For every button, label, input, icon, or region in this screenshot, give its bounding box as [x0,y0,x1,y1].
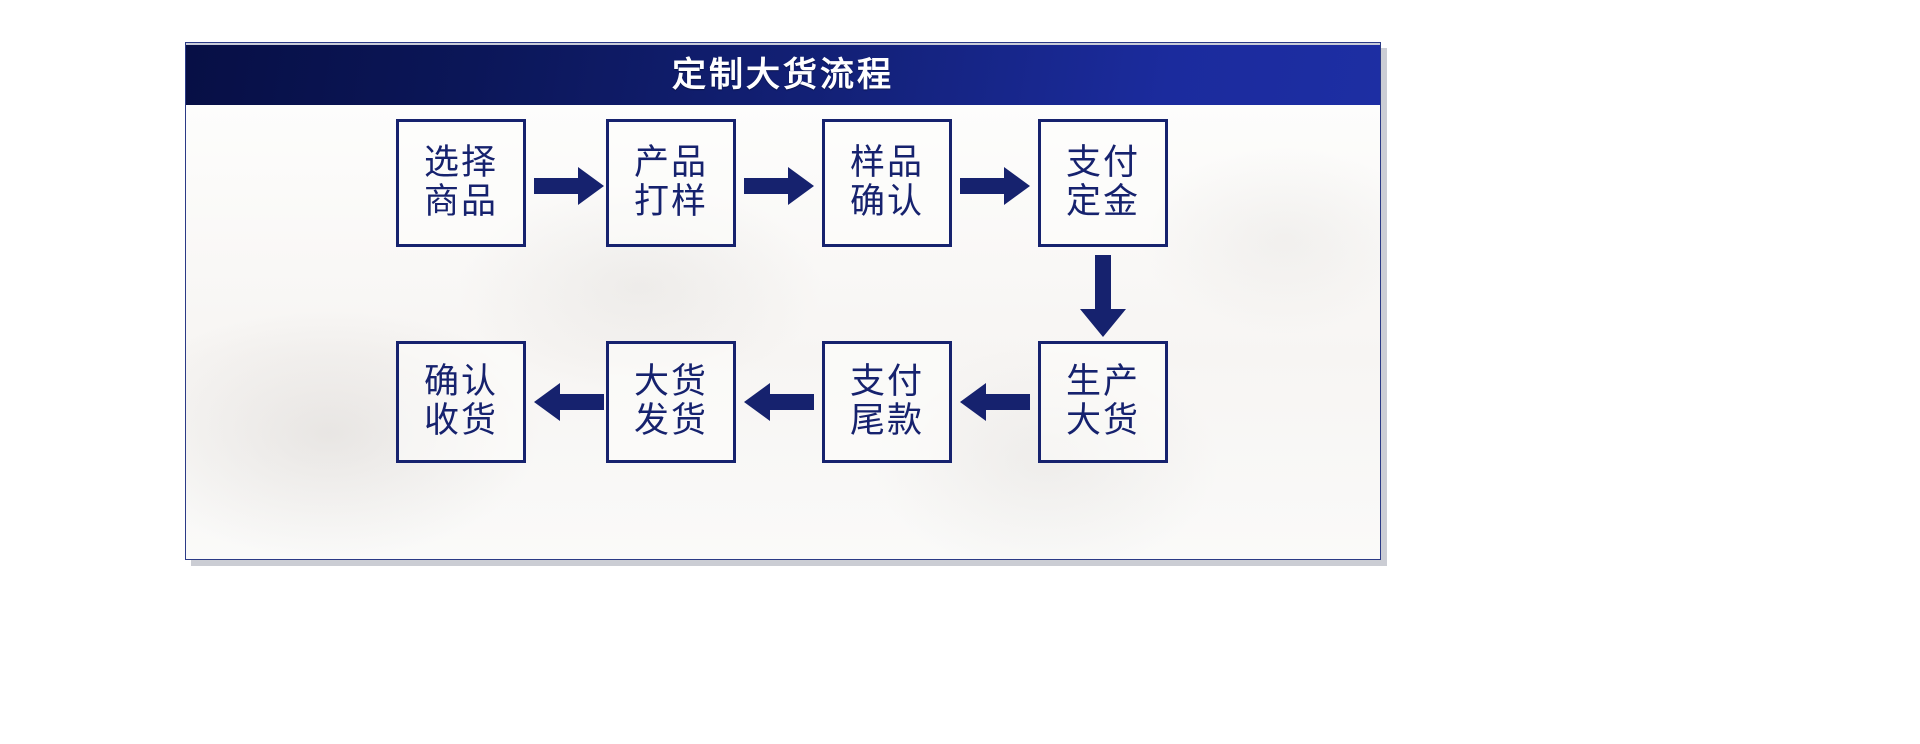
flow-node-label-line1: 选择 [423,142,498,183]
flow-node-sample-confirm[interactable]: 样品 确认 [822,119,952,247]
flow-node-bulk-shipment[interactable]: 大货 发货 [606,341,736,463]
flow-node-confirm-receipt[interactable]: 确认 收货 [396,341,526,463]
flow-node-pay-deposit[interactable]: 支付 定金 [1038,119,1168,247]
flow-node-label-line2: 大货 [1065,401,1140,441]
flow-node-label-line2: 定金 [1065,182,1140,222]
arrow-left-icon-2 [744,383,814,421]
flow-node-label-line2: 商品 [423,182,498,222]
card-title-bar: 定制大货流程 [186,43,1380,105]
arrow-right-icon-2 [744,167,814,205]
flow-node-label-line1: 样品 [849,142,924,183]
flow-node-label-line2: 确认 [849,182,924,222]
flow-node-label-line2: 尾款 [849,401,924,441]
page-title: 定制大货流程 [672,55,894,95]
flowchart-card: 定制大货流程 选择 商品 产品 打样 样品 确认 [185,42,1381,560]
arrow-right-icon-1 [534,167,604,205]
flow-node-label-line2: 发货 [633,401,708,441]
flow-node-pay-balance[interactable]: 支付 尾款 [822,341,952,463]
arrow-left-icon-3 [534,383,604,421]
flow-node-label-line2: 打样 [633,182,708,222]
flow-node-label-line1: 支付 [1065,142,1140,183]
flow-node-label-line1: 产品 [633,142,708,183]
flow-node-select-product[interactable]: 选择 商品 [396,119,526,247]
flow-node-bulk-production[interactable]: 生产 大货 [1038,341,1168,463]
flow-node-label-line2: 收货 [423,401,498,441]
flow-node-product-sampling[interactable]: 产品 打样 [606,119,736,247]
flow-node-label-line1: 生产 [1065,361,1140,402]
arrow-left-icon-1 [960,383,1030,421]
flow-node-label-line1: 大货 [633,361,708,402]
flow-node-label-line1: 支付 [849,361,924,402]
arrow-down-icon-1 [1080,255,1126,337]
flow-node-label-line1: 确认 [423,361,498,402]
arrow-right-icon-3 [960,167,1030,205]
